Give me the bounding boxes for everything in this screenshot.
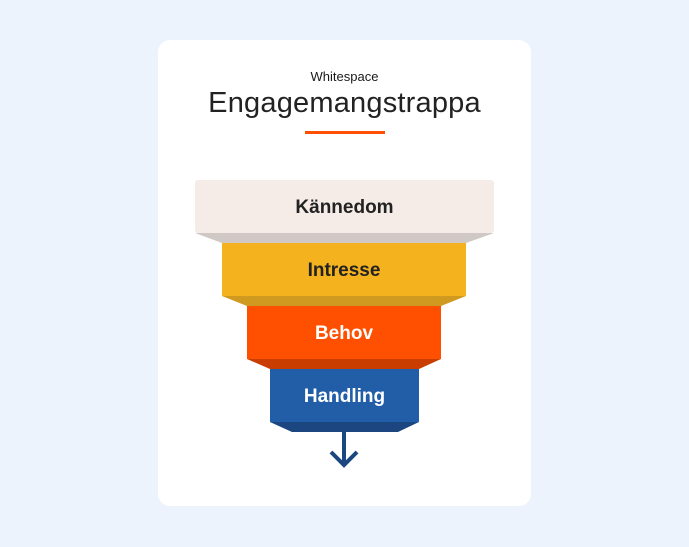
step-face bbox=[195, 180, 494, 233]
funnel-step-intresse: Intresse bbox=[222, 243, 466, 306]
brand-label: Whitespace bbox=[310, 69, 379, 84]
page-title: Engagemangstrappa bbox=[208, 87, 481, 119]
step-label: Intresse bbox=[308, 260, 381, 281]
step-face bbox=[247, 306, 441, 359]
step-face bbox=[222, 243, 466, 296]
step-label: Behov bbox=[315, 323, 374, 344]
step-shade bbox=[195, 233, 494, 243]
step-label: Kännedom bbox=[295, 197, 393, 218]
down-arrow-icon bbox=[329, 432, 359, 468]
title-underline bbox=[305, 131, 385, 134]
step-shade bbox=[247, 359, 441, 369]
funnel-step-handling: Handling bbox=[270, 369, 419, 432]
funnel-step-kännedom: Kännedom bbox=[195, 180, 494, 243]
step-shade bbox=[222, 296, 466, 306]
step-label: Handling bbox=[304, 386, 385, 407]
funnel-step-behov: Behov bbox=[247, 306, 441, 369]
step-face bbox=[270, 369, 419, 422]
step-shade bbox=[270, 422, 419, 432]
